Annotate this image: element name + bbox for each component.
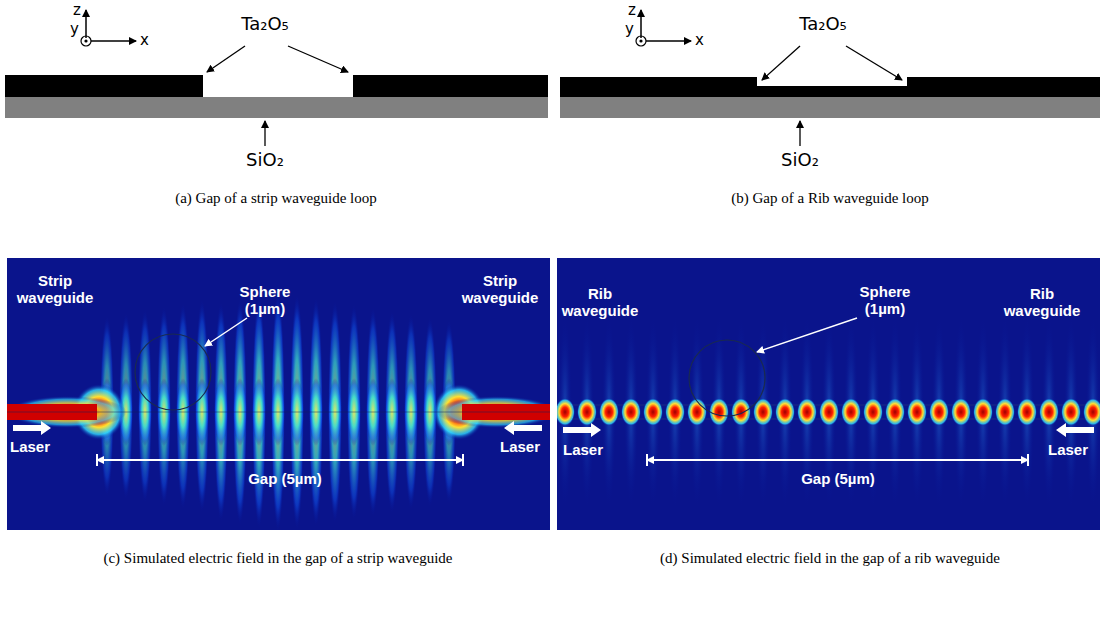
ta2o5-strip [353, 75, 548, 97]
panel-caption: (c) Simulated electric field in the gap … [8, 550, 548, 567]
field-dot [775, 398, 795, 426]
field-dot [577, 398, 597, 426]
field-dot [643, 398, 663, 426]
field-dot [665, 398, 685, 426]
field-dot [995, 398, 1015, 426]
field-dot [557, 398, 575, 426]
field-dot [1017, 398, 1037, 426]
figure-label: Gap (5µm) [248, 470, 322, 487]
ta2o5-strip [5, 75, 203, 97]
field-dot [907, 398, 927, 426]
field-fringe [271, 293, 285, 530]
field-dot [841, 398, 861, 426]
figure-label: Laser [563, 441, 603, 458]
field-dot [1061, 398, 1081, 426]
material-label: SiO₂ [781, 149, 819, 170]
field-fringe [195, 300, 209, 513]
figure-label: Laser [1048, 441, 1088, 458]
field-dot [731, 398, 751, 426]
field-dot [797, 398, 817, 426]
material-label: Ta₂O₅ [241, 13, 289, 34]
panel-caption: (d) Simulated electric field in the gap … [560, 550, 1100, 567]
ta2o5-rib [560, 77, 1100, 97]
axis-label: x [695, 31, 704, 49]
field-dot [819, 398, 839, 426]
field-fringe [138, 309, 152, 502]
field-dot [1039, 398, 1059, 426]
figure-label: Rib waveguide [560, 285, 640, 320]
field-dot [973, 398, 993, 426]
sphere-outline [135, 334, 211, 410]
field-dot [599, 398, 619, 426]
figure-label: Rib waveguide [1002, 285, 1082, 320]
figure-label: Strip waveguide [10, 272, 100, 307]
panel-caption: (b) Gap of a Rib waveguide loop [560, 190, 1100, 207]
material-label: Ta₂O₅ [799, 13, 847, 34]
sphere-outline [689, 340, 765, 416]
material-label: SiO₂ [246, 149, 284, 170]
sio2-substrate [560, 97, 1100, 118]
axis-label: y [625, 20, 634, 38]
figure-label: Gap (5µm) [801, 470, 875, 487]
field-dot [951, 398, 971, 426]
axis-label: x [140, 31, 149, 49]
field-dot [863, 398, 883, 426]
field-dot [709, 398, 729, 426]
figure-label: Sphere (1µm) [850, 283, 920, 318]
figure-label: Laser [500, 438, 540, 455]
field-dot [885, 398, 905, 426]
figure-label: Sphere (1µm) [230, 283, 300, 318]
field-dot [1083, 398, 1100, 426]
field-dot [621, 398, 641, 426]
panel-caption: (a) Gap of a strip waveguide loop [6, 190, 546, 207]
axis-label: z [628, 1, 636, 19]
sio2-substrate [5, 97, 548, 118]
axis-label: y [70, 20, 79, 38]
axis-label: z [73, 1, 81, 19]
field-dot [929, 398, 949, 426]
figure-label: Laser [10, 438, 50, 455]
figure-label: Strip waveguide [455, 272, 545, 307]
cross-section-schematics [0, 0, 1103, 250]
field-image-rib [557, 258, 1100, 530]
